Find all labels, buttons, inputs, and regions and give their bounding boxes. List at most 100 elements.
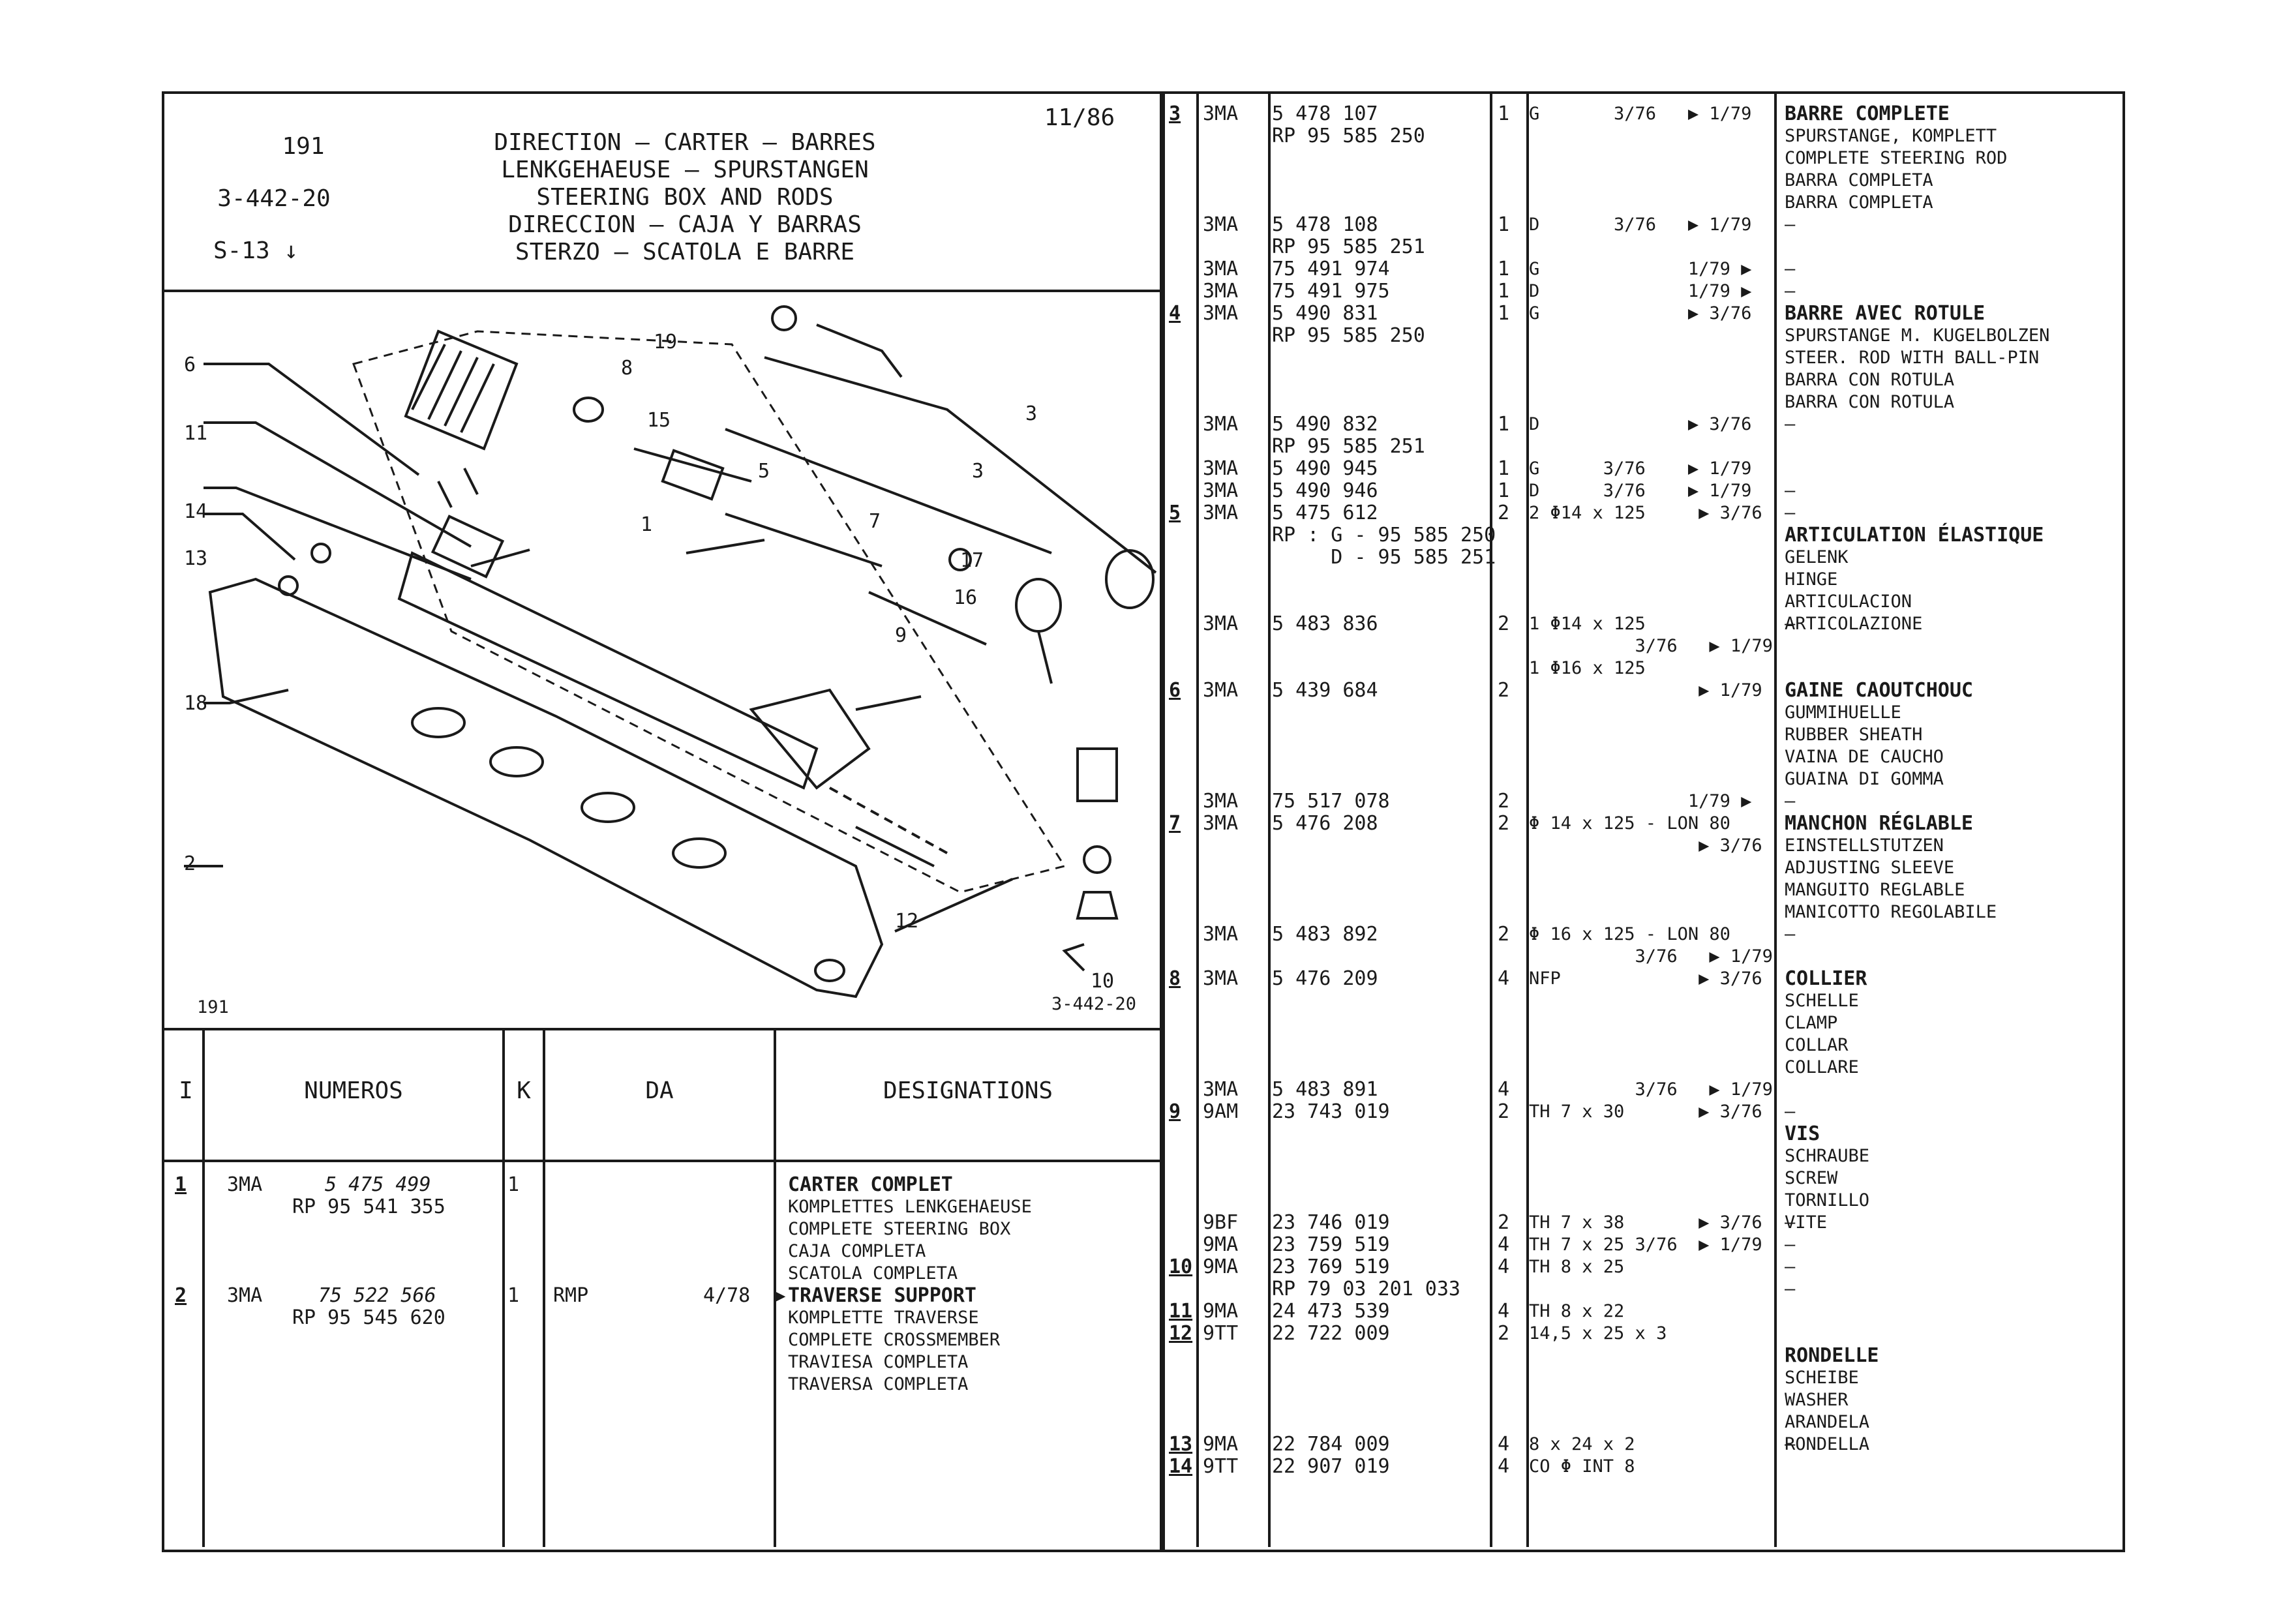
right-row-code: 3MA (1203, 280, 1239, 303)
right-row: RP 95 585 250 (1160, 125, 1774, 147)
designation-line: HINGE (1785, 569, 1838, 590)
designation-line: – (1785, 259, 1796, 279)
left-row-index: 1 (175, 1173, 187, 1196)
right-row-da: G 3/76 ▶ 1/79 (1529, 104, 1752, 124)
designation-line: WASHER (1785, 1390, 1849, 1410)
designation-line: GUMMIHUELLE (1785, 702, 1901, 723)
right-row-number: 5 490 832 (1272, 413, 1378, 436)
title-de: LENKGEHAEUSE – SPURSTANGEN (501, 157, 869, 183)
designation-main: GAINE CAOUTCHOUC (1785, 679, 1973, 702)
right-row-da: G 1/79 ▶ (1529, 259, 1752, 279)
left-header-underline (162, 1160, 1162, 1162)
left-row-designation-it: TRAVERSA COMPLETA (788, 1374, 969, 1394)
right-row-k: 1 (1498, 280, 1510, 303)
right-row-da: 8 x 24 x 2 (1529, 1434, 1635, 1454)
callout-6: 16 (954, 586, 978, 609)
right-row-index: 7 (1169, 812, 1181, 835)
right-row-da: TH 7 x 25 3/76 ▶ 1/79 (1529, 1235, 1762, 1255)
callout-10: 6 (184, 353, 196, 376)
right-row-index: 5 (1169, 502, 1181, 524)
right-row-index: 3 (1169, 102, 1181, 125)
title-block: DIRECTION – CARTER – BARRES LENKGEHAEUSE… (470, 129, 900, 266)
designation-line: STEER. ROD WITH BALL-PIN (1785, 348, 2040, 368)
right-row: ▶ 3/76 (1160, 835, 1774, 857)
right-row-number: 5 490 945 (1272, 457, 1378, 480)
designation-line: VITE (1785, 1212, 1828, 1233)
right-row: 3/76 ▶ 1/79 (1160, 635, 1774, 657)
right-row-number: 75 491 975 (1272, 280, 1390, 303)
callout-13: 13 (184, 547, 208, 570)
diagram-drawing-ref: 3-442-20 (1051, 994, 1137, 1014)
right-row-k: 2 (1498, 1211, 1510, 1234)
callout-3a: 3 (1025, 402, 1038, 425)
right-panel-frame (1160, 91, 2125, 1552)
left-row-number: 75 522 566 (318, 1284, 436, 1307)
left-col-divider-3 (543, 1028, 545, 1547)
callout-7: 7 (869, 510, 881, 533)
right-row-code: 3MA (1203, 502, 1239, 524)
callout-18: 18 (184, 692, 208, 715)
right-row-k: 4 (1498, 1455, 1510, 1478)
section-arrow-icon: ↓ (284, 237, 299, 264)
left-panel-frame (162, 91, 1165, 1552)
left-row-designation-de: KOMPLETTE TRAVERSE (788, 1308, 979, 1328)
designation-line: – (1785, 1279, 1796, 1299)
right-row-k: 4 (1498, 1300, 1510, 1323)
right-row-number: 5 483 891 (1272, 1078, 1378, 1101)
right-row-da: D ▶ 3/76 (1529, 414, 1752, 434)
right-row-number: 22 722 009 (1272, 1322, 1390, 1345)
right-row-code: 3MA (1203, 102, 1239, 125)
right-col-divider-5 (1774, 91, 1777, 1547)
right-row-number: 5 476 209 (1272, 967, 1378, 990)
title-fr: DIRECTION – CARTER – BARRES (494, 129, 876, 156)
right-row-number: 5 476 208 (1272, 812, 1378, 835)
left-row-k: 1 (507, 1284, 520, 1307)
right-row-number: 24 473 539 (1272, 1300, 1390, 1323)
right-row-da: NFP ▶ 3/76 (1529, 969, 1762, 989)
section-code-text: S-13 (213, 237, 270, 264)
left-row-designation-es: TRAVIESA COMPLETA (788, 1352, 969, 1372)
designation-line: SPURSTANGE M. KUGELBOLZEN (1785, 325, 2050, 346)
right-row-da: D 1/79 ▶ (1529, 281, 1752, 301)
exploded-diagram: 6 11 14 13 18 2 19 8 15 5 3 3 7 17 16 9 … (164, 292, 1160, 1028)
left-row-designation-it: SCATOLA COMPLETA (788, 1263, 958, 1284)
designation-main: COLLIER (1785, 967, 1867, 990)
left-row-rp-number: RP 95 545 620 (292, 1306, 446, 1329)
right-row-code: 9TT (1203, 1322, 1239, 1345)
right-row-k: 2 (1498, 612, 1510, 635)
callout-2: 2 (184, 852, 196, 875)
right-row-k: 2 (1498, 502, 1510, 524)
right-row-code: 3MA (1203, 967, 1239, 990)
right-row-number: 23 759 519 (1272, 1233, 1390, 1256)
left-col-divider-4 (774, 1028, 776, 1547)
right-row-code: 9AM (1203, 1100, 1239, 1123)
right-row: 3MA 75 491 975 1 D 1/79 ▶ (1160, 280, 1774, 303)
right-row: RP 95 585 251 (1160, 436, 1774, 458)
designation-line: – (1785, 215, 1796, 235)
right-row-da: G 3/76 ▶ 1/79 (1529, 458, 1752, 479)
right-row-da: TH 8 x 22 (1529, 1301, 1625, 1321)
right-row-da: 1 Φ14 x 125 (1529, 614, 1646, 634)
right-row-number: 22 784 009 (1272, 1433, 1390, 1456)
designation-line: RONDELLA (1785, 1434, 1870, 1454)
left-row-number: 5 475 499 (325, 1173, 431, 1196)
right-row-index: 14 (1169, 1455, 1193, 1478)
right-row-k: 2 (1498, 790, 1510, 813)
diagram-figure-label: 191 (197, 997, 229, 1017)
designation-line: BARRA COMPLETA (1785, 170, 1933, 190)
right-row-da: ▶ 3/76 (1529, 835, 1762, 856)
right-row-code: 3MA (1203, 413, 1239, 436)
left-row-2: 2 3MA 75 522 566 RP 95 545 620 1 RMP 4/7… (162, 1285, 1160, 1402)
